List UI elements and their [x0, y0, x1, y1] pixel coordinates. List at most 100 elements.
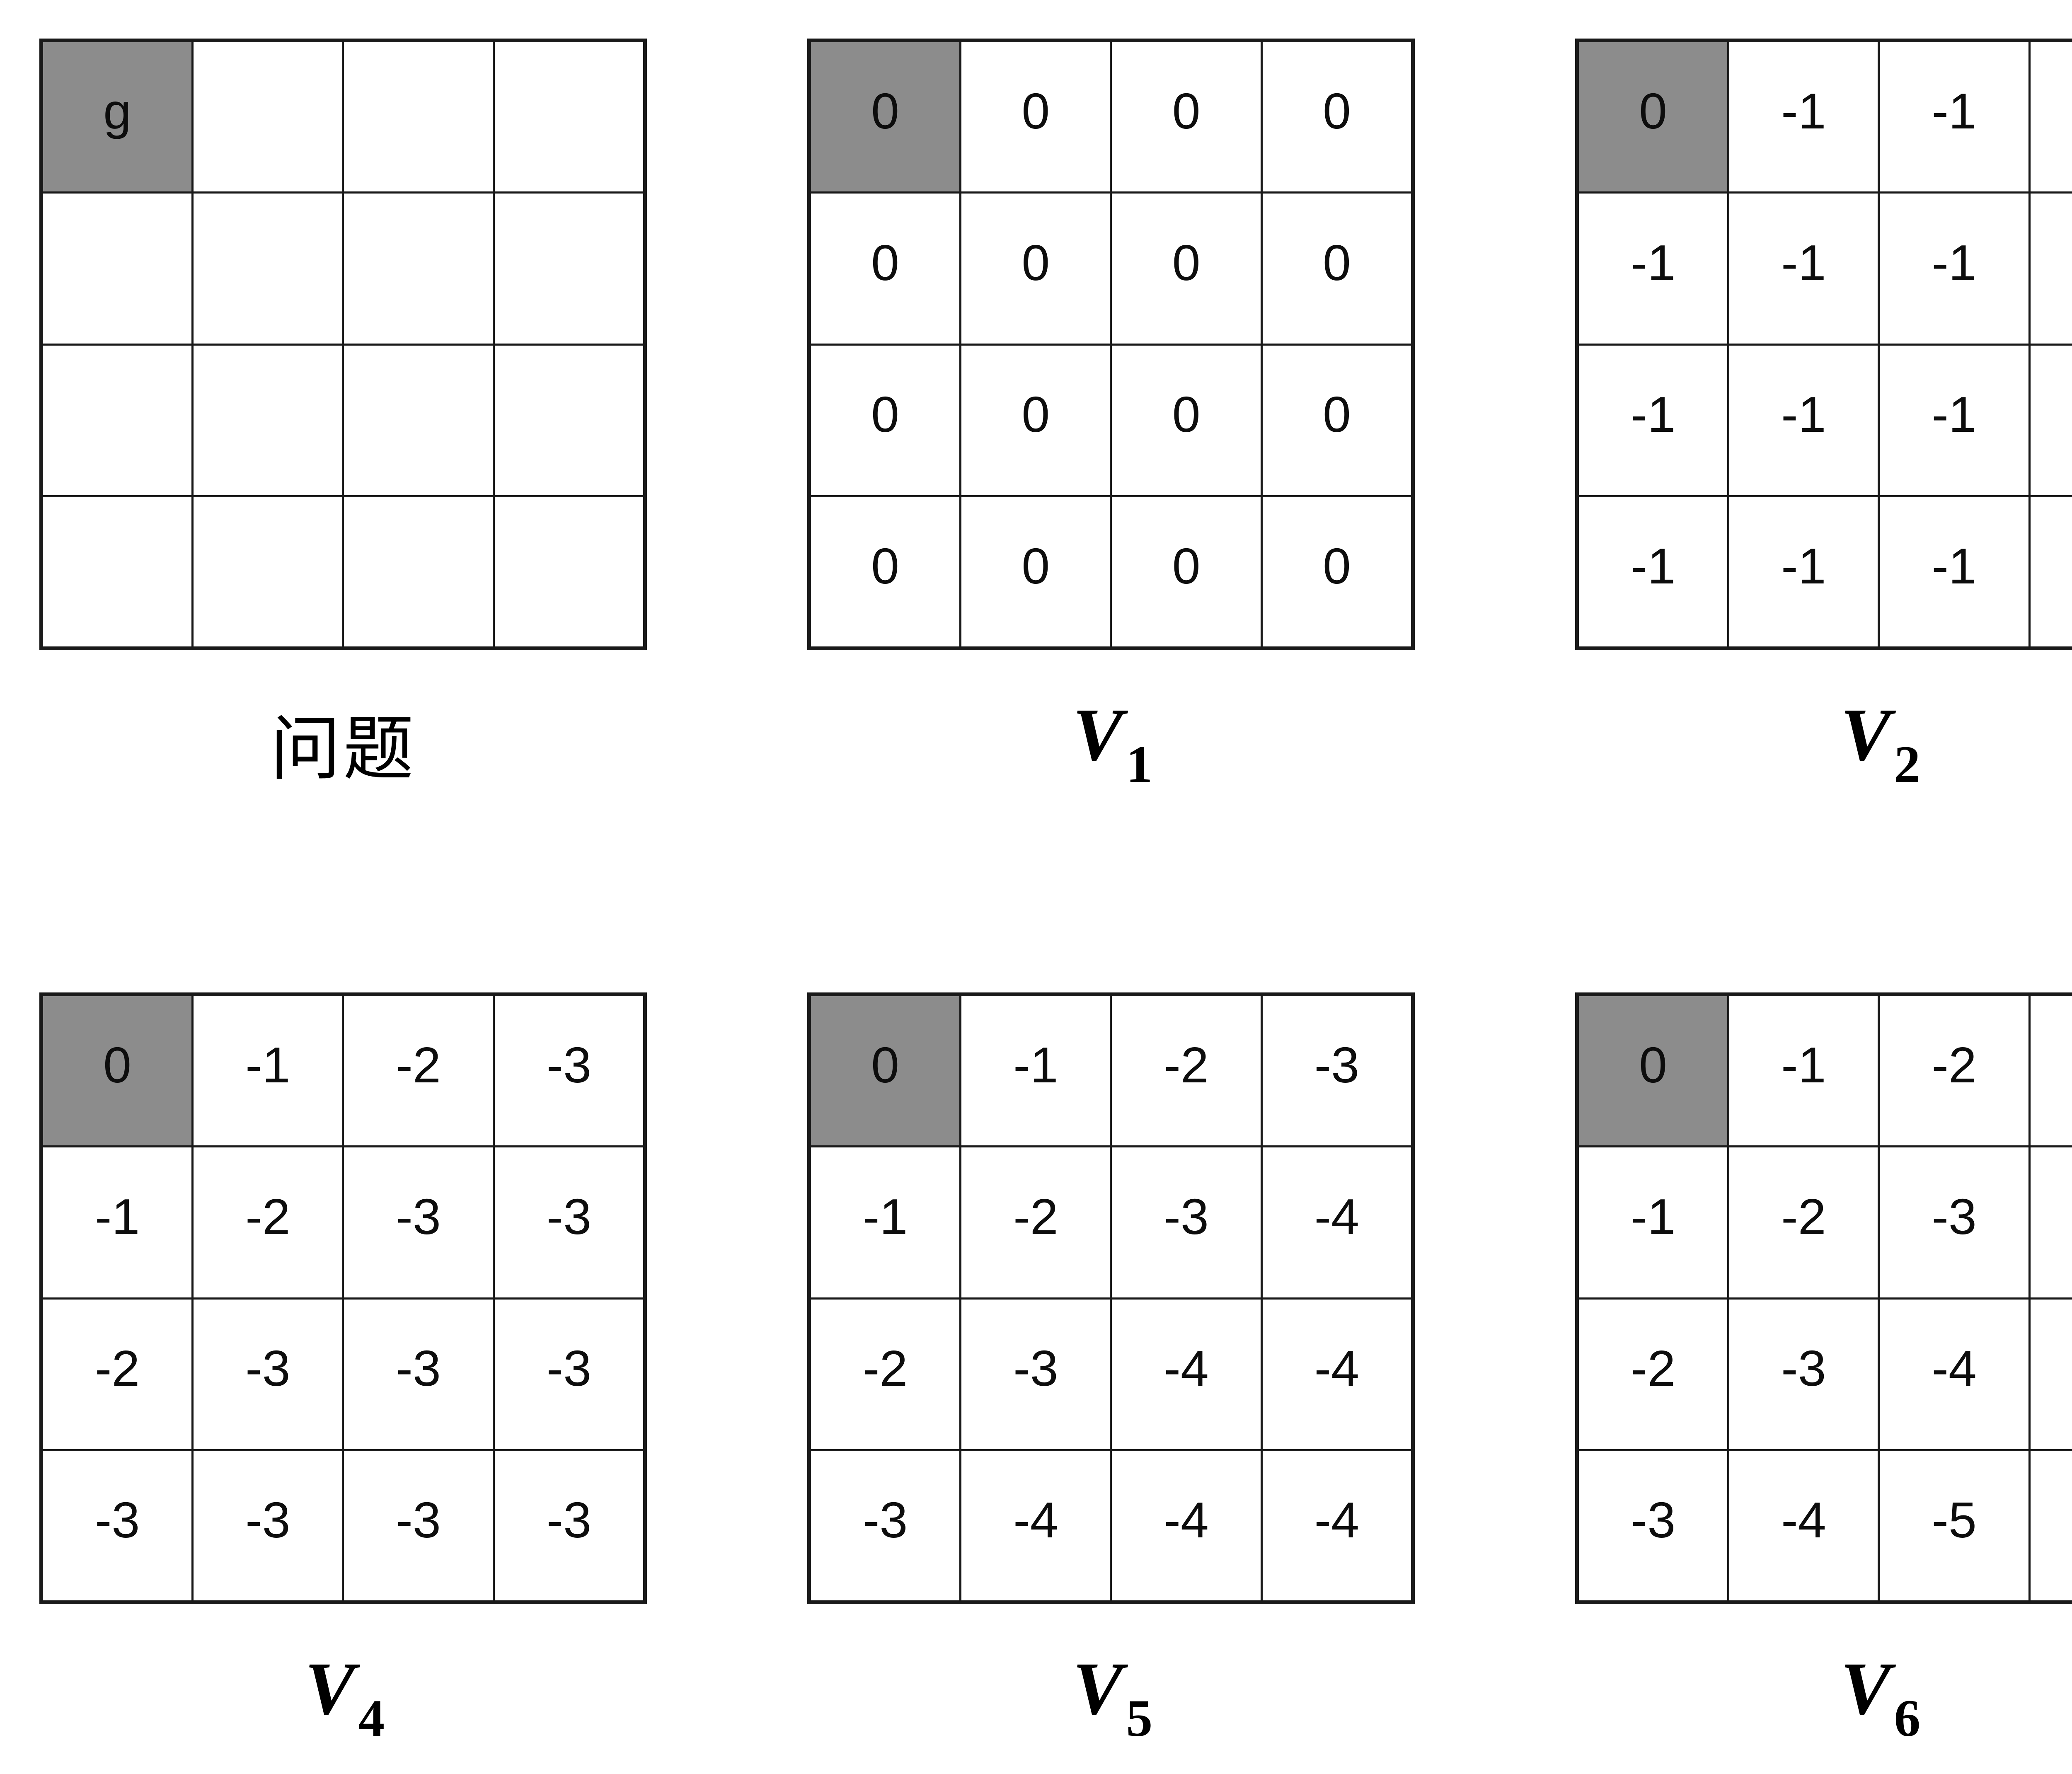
grid-cell-problem-r0c3[interactable] — [492, 39, 646, 194]
panel-label-base: V — [305, 1647, 355, 1730]
grid-cell-v5-r0c0-goal[interactable]: 0 — [808, 993, 962, 1147]
grid-cell-v5-r2c1[interactable]: -3 — [959, 1297, 1112, 1452]
grid-cell-v4-r1c0[interactable]: -1 — [40, 1145, 194, 1300]
grid-cell-problem-r1c2[interactable] — [342, 191, 495, 346]
grid-cell-v6-r2c0[interactable]: -2 — [1576, 1297, 1730, 1452]
grid-cell-problem-r0c0-goal[interactable]: g — [40, 39, 194, 194]
grid-cell-v1-r0c0-goal[interactable]: 0 — [808, 39, 962, 194]
grid-cell-v2-r0c0-goal[interactable]: 0 — [1576, 39, 1730, 194]
grid-cell-v5-r2c2[interactable]: -4 — [1110, 1297, 1263, 1452]
grid-cell-v2-r3c1[interactable]: -1 — [1727, 495, 1880, 649]
grid-cell-v1-r1c1[interactable]: 0 — [959, 191, 1112, 346]
grid-cell-v4-r1c1[interactable]: -2 — [191, 1145, 344, 1300]
grid-cell-v4-r3c2[interactable]: -3 — [342, 1449, 495, 1603]
grid-cell-v6-r3c0[interactable]: -3 — [1576, 1449, 1730, 1603]
grid-cell-v6-r1c0[interactable]: -1 — [1576, 1145, 1730, 1300]
grid-cell-v5-r1c0[interactable]: -1 — [808, 1145, 962, 1300]
grid-cell-v4-r0c0-goal[interactable]: 0 — [40, 993, 194, 1147]
grid-cell-v6-r2c3[interactable]: -5 — [2028, 1297, 2072, 1452]
grid-cell-v2-r2c2[interactable]: -1 — [1878, 343, 2031, 498]
cell-value: 0 — [1172, 386, 1201, 443]
grid-cell-v4-r3c0[interactable]: -3 — [40, 1449, 194, 1603]
grid-cell-v6-r3c3[interactable]: -5 — [2028, 1449, 2072, 1603]
grid-cell-v5-r0c3[interactable]: -3 — [1260, 993, 1414, 1147]
grid-cell-v1-r2c0[interactable]: 0 — [808, 343, 962, 498]
grid-cell-v1-r0c2[interactable]: 0 — [1110, 39, 1263, 194]
grid-cell-v6-r0c0-goal[interactable]: 0 — [1576, 993, 1730, 1147]
grid-cell-v2-r3c2[interactable]: -1 — [1878, 495, 2031, 649]
grid-cell-v2-r1c3[interactable]: -1 — [2028, 191, 2072, 346]
grid-cell-v1-r3c2[interactable]: 0 — [1110, 495, 1263, 649]
grid-cell-v5-r3c2[interactable]: -4 — [1110, 1449, 1263, 1603]
grid-cell-v1-r3c1[interactable]: 0 — [959, 495, 1112, 649]
grid-cell-v4-r0c3[interactable]: -3 — [492, 993, 646, 1147]
grid-cell-v2-r1c0[interactable]: -1 — [1576, 191, 1730, 346]
grid-cell-v5-r1c3[interactable]: -4 — [1260, 1145, 1414, 1300]
grid-cell-v5-r2c3[interactable]: -4 — [1260, 1297, 1414, 1452]
grid-cell-v2-r2c0[interactable]: -1 — [1576, 343, 1730, 498]
grid-cell-v5-r0c2[interactable]: -2 — [1110, 993, 1263, 1147]
grid-cell-v1-r2c1[interactable]: 0 — [959, 343, 1112, 498]
cell-value: -4 — [2031, 1191, 2072, 1242]
grid-cell-problem-r1c3[interactable] — [492, 191, 646, 346]
grid-cell-problem-r2c2[interactable] — [342, 343, 495, 498]
grid-cell-v2-r2c1[interactable]: -1 — [1727, 343, 1880, 498]
grid-cell-v1-r3c0[interactable]: 0 — [808, 495, 962, 649]
grid-cell-problem-r0c1[interactable] — [191, 39, 344, 194]
grid-cell-v4-r0c1[interactable]: -1 — [191, 993, 344, 1147]
grid-cell-v2-r2c3[interactable]: -1 — [2028, 343, 2072, 498]
grid-cell-problem-r3c3[interactable] — [492, 495, 646, 649]
grid-cell-v6-r2c1[interactable]: -3 — [1727, 1297, 1880, 1452]
grid-cell-v1-r2c3[interactable]: 0 — [1260, 343, 1414, 498]
grid-cell-problem-r1c1[interactable] — [191, 191, 344, 346]
grid-cell-problem-r3c0[interactable] — [40, 495, 194, 649]
grid-cell-v6-r1c2[interactable]: -3 — [1878, 1145, 2031, 1300]
grid-cell-v1-r1c3[interactable]: 0 — [1260, 191, 1414, 346]
grid-cell-v4-r0c2[interactable]: -2 — [342, 993, 495, 1147]
grid-cell-v6-r0c1[interactable]: -1 — [1727, 993, 1880, 1147]
grid-cell-v1-r0c3[interactable]: 0 — [1260, 39, 1414, 194]
grid-cell-v5-r3c3[interactable]: -4 — [1260, 1449, 1414, 1603]
grid-cell-v6-r3c1[interactable]: -4 — [1727, 1449, 1880, 1603]
grid-cell-v2-r3c0[interactable]: -1 — [1576, 495, 1730, 649]
grid-cell-v6-r1c3[interactable]: -4 — [2028, 1145, 2072, 1300]
grid-cell-v6-r3c2[interactable]: -5 — [1878, 1449, 2031, 1603]
grid-cell-problem-r3c2[interactable] — [342, 495, 495, 649]
grid-cell-v4-r3c3[interactable]: -3 — [492, 1449, 646, 1603]
grid-cell-v1-r1c2[interactable]: 0 — [1110, 191, 1263, 346]
grid-cell-problem-r1c0[interactable] — [40, 191, 194, 346]
grid-cell-v5-r3c1[interactable]: -4 — [959, 1449, 1112, 1603]
grid-cell-v4-r1c2[interactable]: -3 — [342, 1145, 495, 1300]
grid-cell-problem-r2c1[interactable] — [191, 343, 344, 498]
grid-cell-v6-r0c2[interactable]: -2 — [1878, 993, 2031, 1147]
grid-cell-problem-r2c0[interactable] — [40, 343, 194, 498]
grid-cell-v4-r2c1[interactable]: -3 — [191, 1297, 344, 1452]
grid-cell-v4-r2c0[interactable]: -2 — [40, 1297, 194, 1452]
grid-cell-v1-r0c1[interactable]: 0 — [959, 39, 1112, 194]
grid-cell-v2-r0c1[interactable]: -1 — [1727, 39, 1880, 194]
grid-cell-problem-r0c2[interactable] — [342, 39, 495, 194]
grid-cell-v1-r3c3[interactable]: 0 — [1260, 495, 1414, 649]
grid-cell-problem-r3c1[interactable] — [191, 495, 344, 649]
grid-cell-v4-r1c3[interactable]: -3 — [492, 1145, 646, 1300]
grid-cell-v2-r0c2[interactable]: -1 — [1878, 39, 2031, 194]
grid-cell-v1-r1c0[interactable]: 0 — [808, 191, 962, 346]
grid-cell-v4-r3c1[interactable]: -3 — [191, 1449, 344, 1603]
grid-cell-v4-r2c2[interactable]: -3 — [342, 1297, 495, 1452]
grid-cell-v5-r1c1[interactable]: -2 — [959, 1145, 1112, 1300]
grid-cell-v2-r3c3[interactable]: -1 — [2028, 495, 2072, 649]
cell-value: -2 — [94, 1340, 140, 1397]
grid-cell-v6-r2c2[interactable]: -4 — [1878, 1297, 2031, 1452]
grid-cell-v2-r0c3[interactable]: -1 — [2028, 39, 2072, 194]
grid-cell-v2-r1c1[interactable]: -1 — [1727, 191, 1880, 346]
grid-cell-v5-r1c2[interactable]: -3 — [1110, 1145, 1263, 1300]
grid-cell-v5-r2c0[interactable]: -2 — [808, 1297, 962, 1452]
grid-cell-v5-r0c1[interactable]: -1 — [959, 993, 1112, 1147]
grid-cell-v6-r1c1[interactable]: -2 — [1727, 1145, 1880, 1300]
grid-cell-v6-r0c3[interactable]: -3 — [2028, 993, 2072, 1147]
grid-cell-problem-r2c3[interactable] — [492, 343, 646, 498]
grid-cell-v5-r3c0[interactable]: -3 — [808, 1449, 962, 1603]
grid-cell-v1-r2c2[interactable]: 0 — [1110, 343, 1263, 498]
grid-cell-v2-r1c2[interactable]: -1 — [1878, 191, 2031, 346]
grid-cell-v4-r2c3[interactable]: -3 — [492, 1297, 646, 1452]
